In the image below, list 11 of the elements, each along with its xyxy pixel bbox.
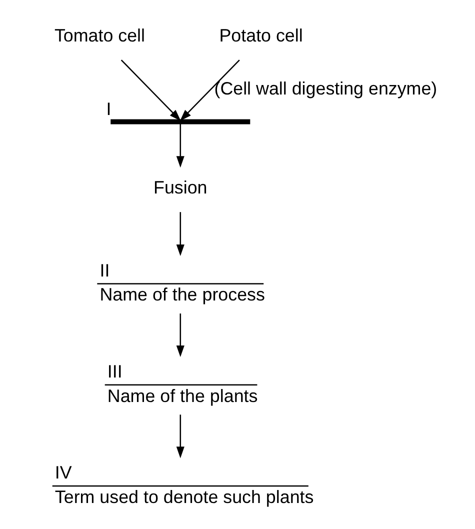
- edge-label: (Cell wall digesting enzyme): [214, 78, 437, 98]
- node-label: IV: [54, 462, 72, 483]
- node-label: Name of the process: [99, 284, 264, 305]
- node-text: Potato cell: [218, 25, 302, 46]
- node-label: II: [99, 260, 110, 280]
- node-label: III: [106, 361, 122, 382]
- node-text: Tomato cell: [54, 25, 145, 46]
- node-label: Term used to denote such plants: [54, 486, 314, 507]
- node-label: I: [106, 98, 111, 119]
- node-label: Name of the plants: [106, 386, 258, 406]
- node-text: Fusion: [153, 178, 207, 198]
